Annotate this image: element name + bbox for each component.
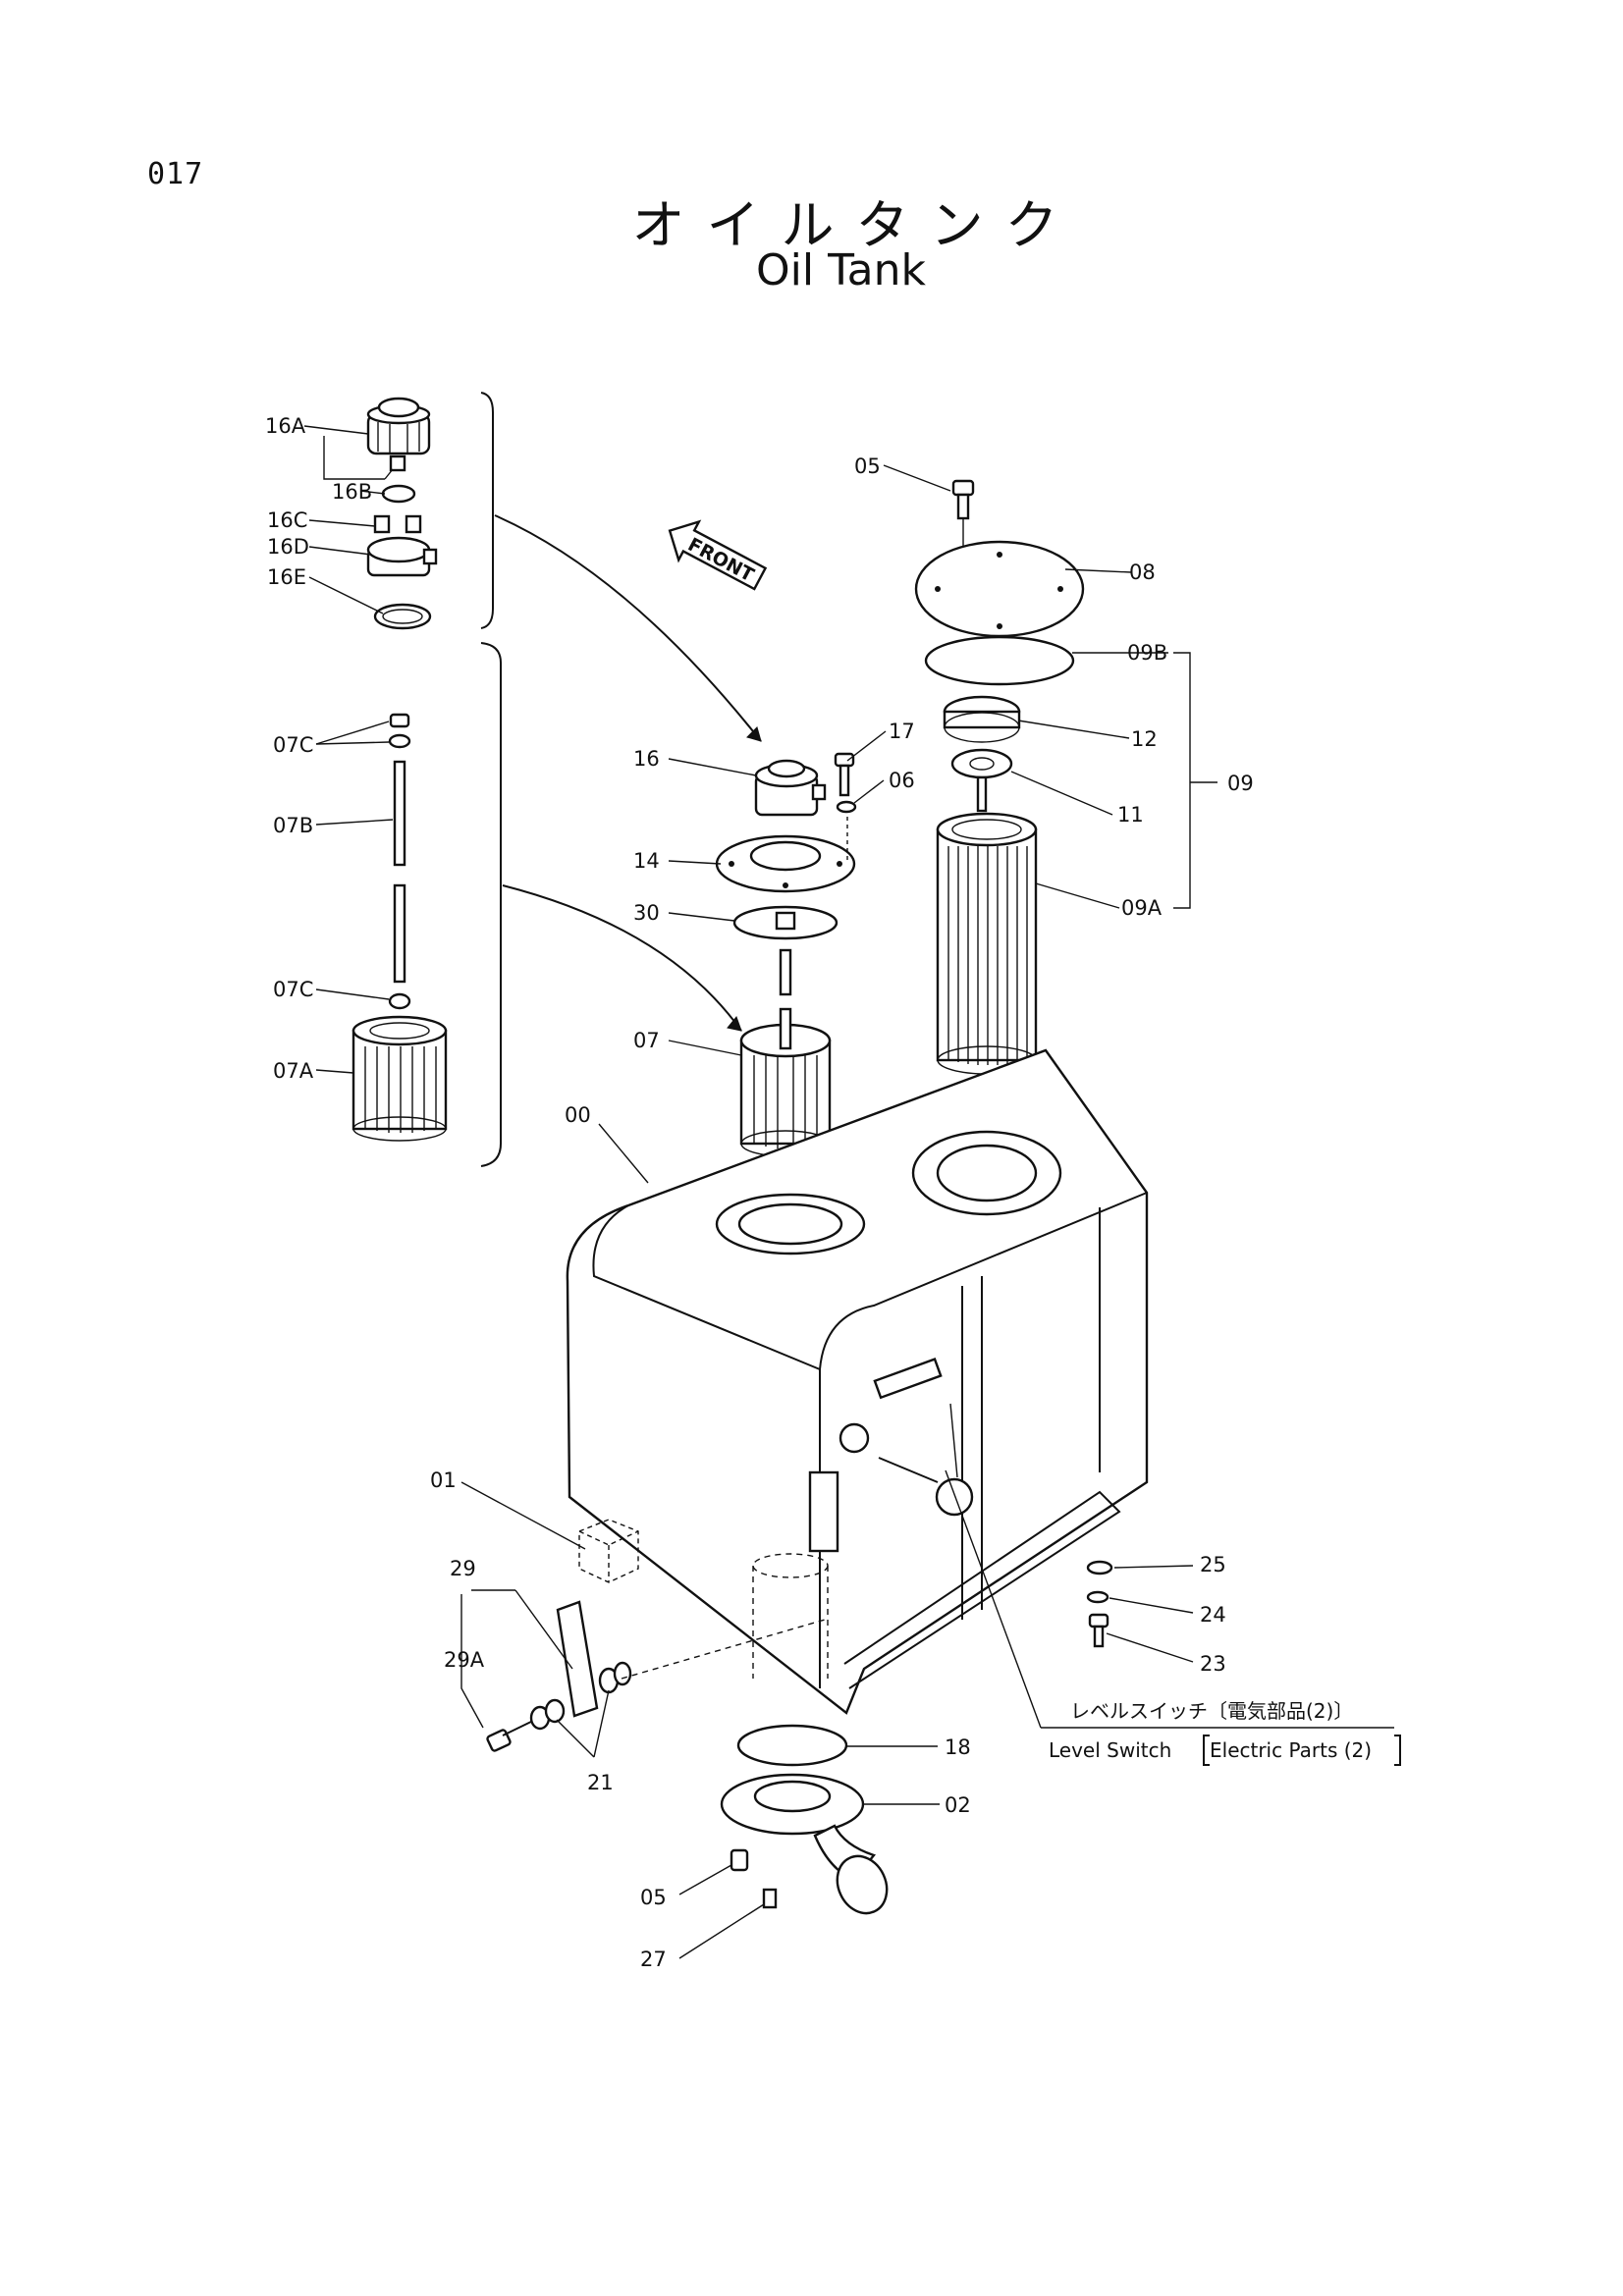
label-12: 12 [1131,727,1158,751]
bracket-upper [480,392,494,629]
title-english: Oil Tank [756,245,926,295]
label-14: 14 [633,849,660,873]
page-number: 017 [147,157,204,191]
label-16A: 16A [265,414,306,438]
label-02: 02 [945,1793,971,1817]
label-17: 17 [889,720,915,743]
label-07C-bottom: 07C [273,978,313,1001]
label-01: 01 [430,1468,457,1492]
strainer-parts [352,713,448,1142]
outlet-assembly [720,1724,889,1915]
leader-lines [303,425,1394,1959]
bracket-lower [480,642,502,1167]
label-09: 09 [1227,772,1254,795]
label-11: 11 [1117,803,1144,827]
label-29: 29 [450,1557,476,1580]
label-07: 07 [633,1029,660,1052]
label-08: 08 [1129,561,1156,584]
label-16E: 16E [267,565,306,589]
label-29A: 29A [444,1648,485,1672]
label-16D: 16D [267,535,309,559]
label-23: 23 [1200,1652,1226,1676]
label-27: 27 [640,1948,667,1971]
label-25: 25 [1200,1553,1226,1576]
bracket-and-fasteners [486,1560,1113,1752]
label-16C: 16C [267,508,307,532]
front-direction-arrow: FRONT [668,519,768,591]
title-japanese: オイルタンク [631,194,1080,256]
breather-cap-assembly [366,397,438,630]
label-00: 00 [565,1103,591,1127]
label-09B: 09B [1127,641,1167,665]
label-05-top: 05 [854,454,881,478]
level-switch-note-ref: Electric Parts (2) [1210,1738,1372,1762]
label-30: 30 [633,901,660,925]
oil-tank-body [566,1048,1149,1715]
suction-filter-column [715,752,857,1157]
label-07B: 07B [273,814,313,837]
label-16B: 16B [332,480,372,504]
return-filter-column [914,479,1085,1129]
arrow-strainer-to-07 [502,884,742,1032]
level-switch-note-name: Level Switch [1049,1738,1171,1762]
label-05-bottom: 05 [640,1886,667,1909]
label-24: 24 [1200,1603,1226,1627]
label-07C-top: 07C [273,733,313,757]
label-07A: 07A [273,1059,314,1083]
label-21: 21 [587,1771,614,1794]
part-labels: 16A 16B 16C 16D 16E 07C 07B 07C 07A 05 0… [265,414,1254,1971]
level-switch-note-ja: レベルスイッチ〔電気部品(2)〕 [1070,1699,1353,1723]
level-switch-note: レベルスイッチ〔電気部品(2)〕 Level Switch Electric P… [1049,1699,1401,1766]
arrow-cap-to-16 [494,514,762,742]
label-09A: 09A [1121,896,1163,920]
label-18: 18 [945,1735,971,1759]
label-16: 16 [633,747,660,771]
label-06: 06 [889,769,915,792]
